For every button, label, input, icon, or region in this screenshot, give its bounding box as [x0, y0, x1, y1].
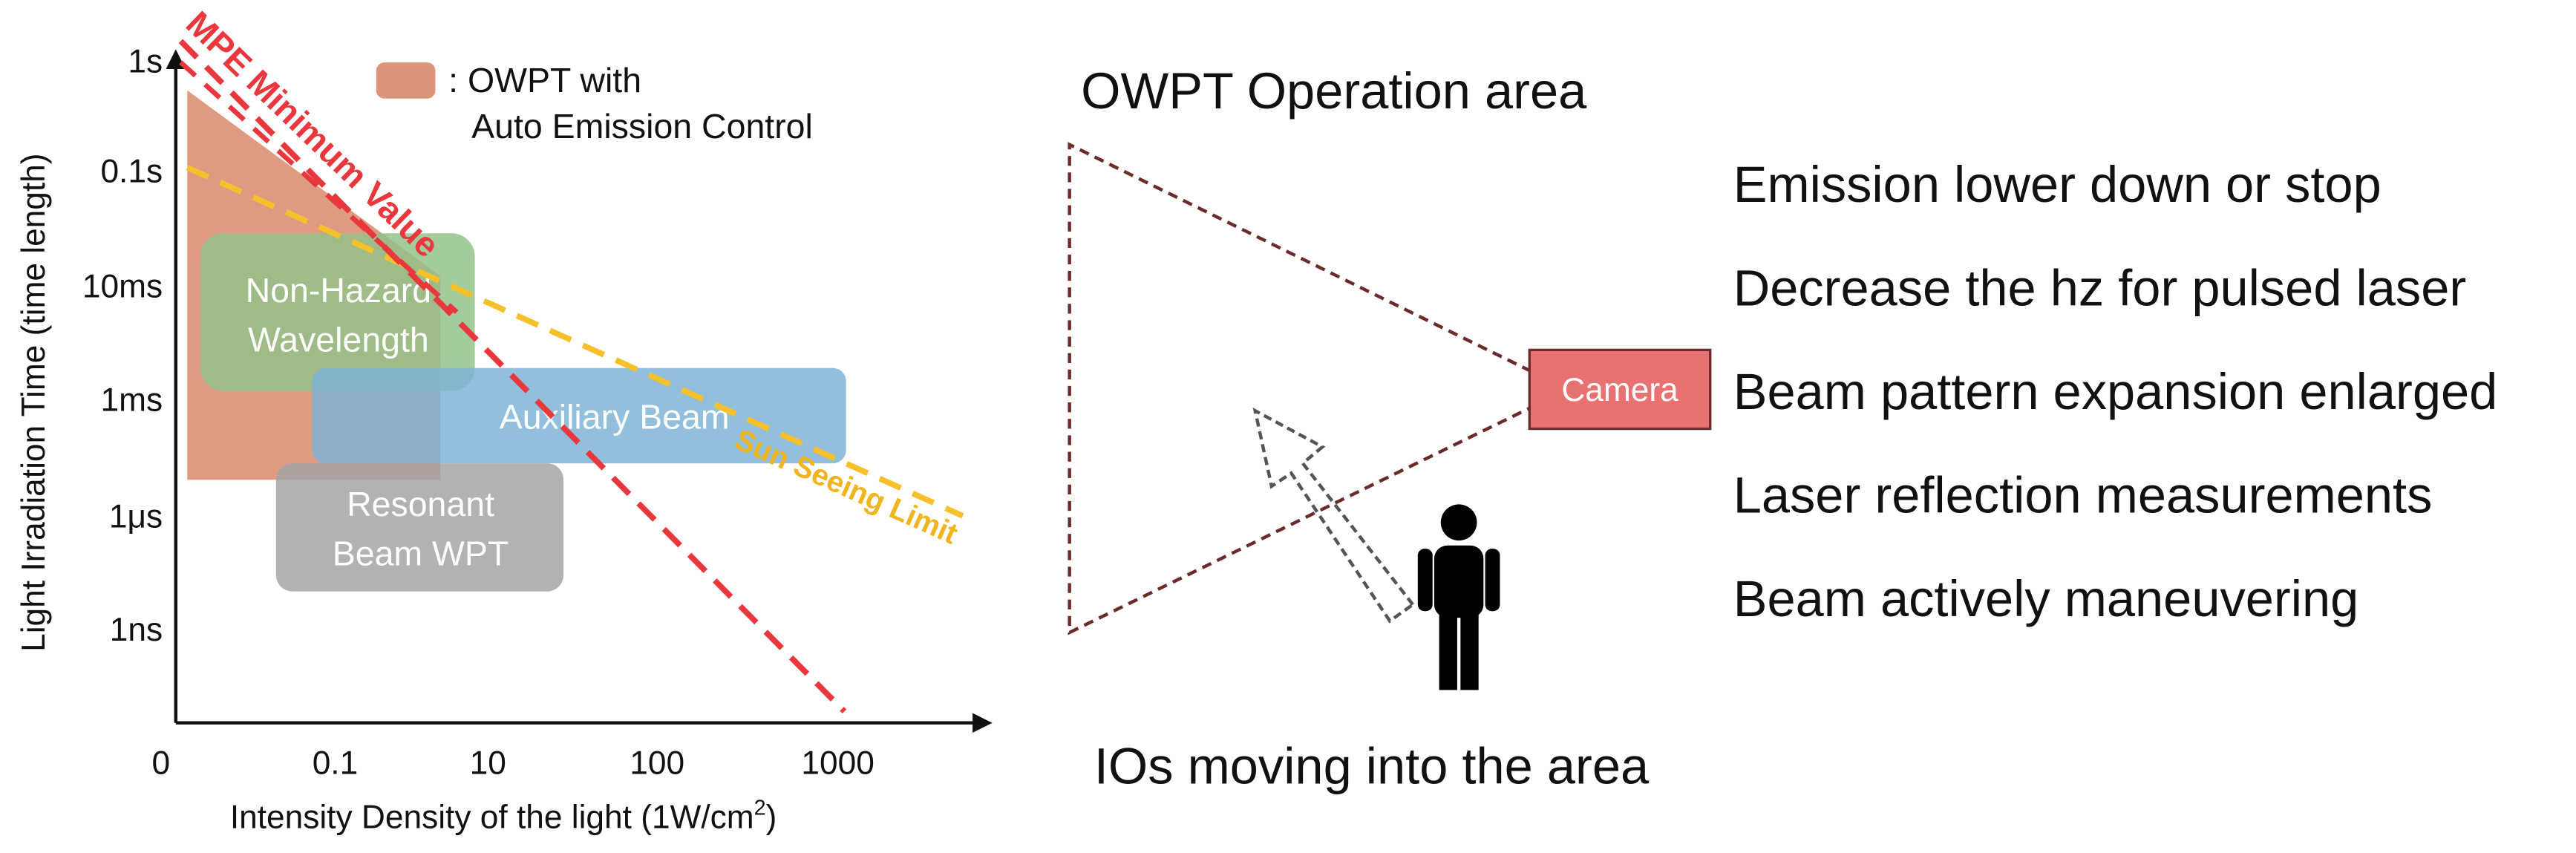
area-title: OWPT Operation area	[1081, 62, 1587, 120]
legend: : OWPT with Auto Emission Control	[376, 61, 813, 146]
zone-resonant-box	[275, 463, 564, 592]
movement-arrow-icon	[1252, 408, 1416, 624]
measure-item: Beam pattern expansion enlarged	[1733, 363, 2498, 420]
x-tick-label: 0.1	[313, 745, 359, 781]
legend-label-1: : OWPT with	[448, 61, 641, 99]
measures-list: Emission lower down or stop Decrease the…	[1733, 156, 2498, 627]
x-axis-title-sup: 2	[754, 797, 766, 820]
y-tick-label: 10ms	[82, 269, 163, 305]
y-tick-label: 0.1s	[100, 154, 163, 190]
x-tick-label: 0	[152, 745, 171, 781]
zone-non-hazard: Non-Hazard Wavelength	[200, 233, 475, 391]
y-tick-label: 1ns	[110, 612, 163, 648]
sun-seeing-limit-label: Sun Seeing Limit	[730, 423, 962, 551]
y-tick-label: 1s	[128, 43, 163, 79]
zone-auxiliary-label: Auxiliary Beam	[500, 398, 730, 437]
legend-swatch	[376, 62, 436, 99]
mpe-line-outer	[178, 39, 847, 713]
measure-item: Emission lower down or stop	[1733, 156, 2382, 213]
camera-field-of-view	[1068, 142, 1532, 635]
y-axis-title: Light Irradiation Time (time length)	[16, 153, 52, 651]
y-tick-label: 1ms	[100, 382, 163, 418]
measure-item: Decrease the hz for pulsed laser	[1733, 260, 2467, 317]
zone-non-hazard-label-1: Non-Hazard	[246, 271, 432, 310]
x-axis-title: Intensity Density of the light (1W/cm2)	[230, 797, 777, 836]
person-icon	[1417, 504, 1500, 690]
operation-scene: OWPT Operation area Camera IOs moving in…	[1068, 62, 2498, 795]
measure-item: Beam actively maneuvering	[1733, 570, 2359, 627]
x-tick-label: 10	[470, 745, 506, 781]
camera-label: Camera	[1561, 372, 1678, 408]
zone-resonant-label-1: Resonant	[347, 485, 494, 523]
mpe-line-inner	[179, 60, 459, 314]
y-tick-label: 1μs	[109, 498, 163, 535]
legend-label-2: Auto Emission Control	[471, 107, 813, 146]
ios-label: IOs moving into the area	[1094, 738, 1650, 795]
x-axis-title-main: Intensity Density of the light (1W/cm	[230, 799, 754, 835]
sun-seeing-limit-line	[186, 165, 964, 519]
zone-non-hazard-label-2: Wavelength	[248, 321, 429, 359]
x-tick-label: 100	[630, 745, 684, 781]
safety-chart: 1s 0.1s 10ms 1ms 1μs 1ns 0 0.1 10 100 10…	[16, 4, 993, 835]
x-axis-title-close: )	[766, 799, 777, 835]
camera-box	[1528, 348, 1712, 431]
measure-item: Laser reflection measurements	[1733, 466, 2433, 523]
zone-non-hazard-box	[200, 233, 475, 391]
zone-resonant: Resonant Beam WPT	[275, 463, 564, 592]
x-tick-label: 1000	[801, 745, 874, 781]
zone-auxiliary-box	[312, 367, 846, 464]
zone-resonant-label-2: Beam WPT	[333, 534, 509, 572]
x-axis-arrow	[972, 713, 993, 733]
